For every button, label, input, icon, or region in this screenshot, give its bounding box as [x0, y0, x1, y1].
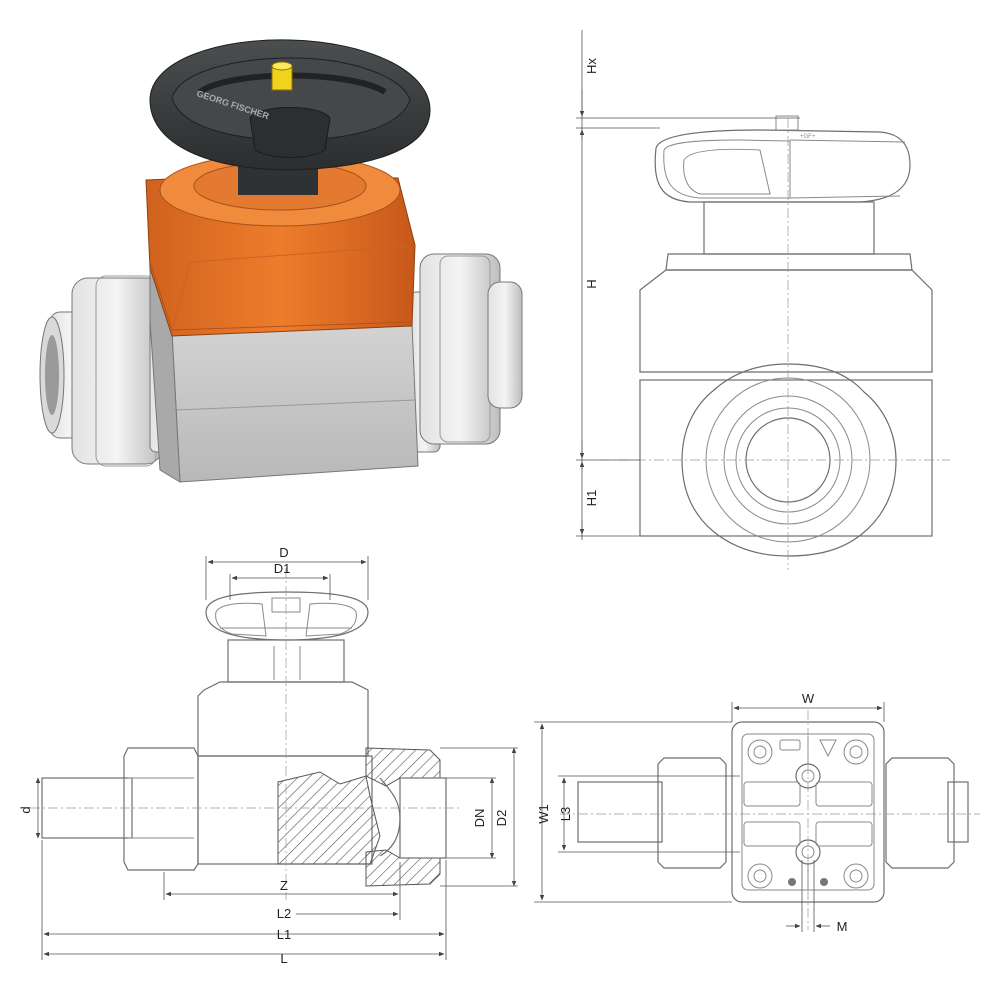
dim-label-L3: L3: [558, 807, 573, 821]
side-section-drawing: D D1 d DN D2 Z L2 L1 L: [18, 545, 518, 966]
front-view-drawing: +GF+ Hx H H1: [576, 30, 950, 570]
dim-label-Hx: Hx: [584, 58, 599, 74]
dim-label-H1: H1: [584, 490, 599, 507]
dim-label-L: L: [280, 951, 287, 966]
dim-label-L2: L2: [277, 906, 291, 921]
handwheel-label: +GF+: [800, 134, 816, 140]
dim-label-L1: L1: [277, 927, 291, 942]
dim-label-D2: D2: [494, 810, 509, 827]
valve-3d-render: GEORG FISCHER: [39, 39, 523, 483]
dim-label-d: d: [18, 806, 33, 813]
bottom-view-drawing: W W1 L3 M: [534, 691, 980, 934]
dim-label-D: D: [279, 545, 288, 560]
right-union-nut: [409, 253, 523, 453]
dim-label-H: H: [584, 279, 599, 288]
dim-label-W: W: [802, 691, 815, 706]
position-indicator: [271, 61, 293, 91]
dim-label-W1: W1: [536, 804, 551, 824]
dim-label-DN: DN: [472, 809, 487, 828]
handwheel: GEORG FISCHER: [149, 39, 431, 171]
dim-label-D1: D1: [274, 561, 291, 576]
dim-label-M: M: [837, 919, 848, 934]
valve-bonnet: [145, 153, 416, 337]
dim-label-Z: Z: [280, 878, 288, 893]
valve-body: [149, 267, 419, 483]
